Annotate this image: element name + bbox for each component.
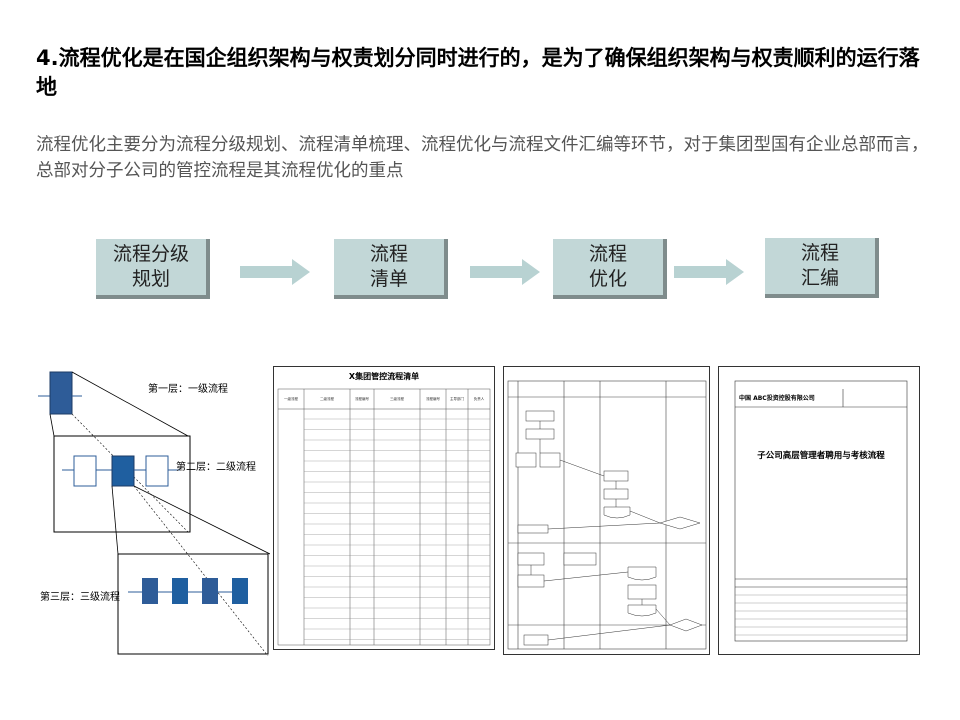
list-doc-title: X集团管控流程清单	[348, 372, 420, 381]
process-document-cover: 中国 ABC投资控股有限公司 子公司高层管理者聘用与考核流程	[718, 366, 920, 655]
level-1-label: 第一层：一级流程	[148, 384, 228, 395]
process-hierarchy-diagram: 第一层：一级流程 第二层：二级流程 第三层：三级流程	[38, 366, 270, 656]
step-planning: 流程分级 规划	[96, 239, 210, 299]
swimlane-diagram	[507, 380, 707, 650]
list-doc-grid	[277, 388, 491, 646]
slide-title: 4.流程优化是在国企组织架构与权责划分同时进行的，是为了确保组织架构与权责顺利的…	[36, 46, 920, 99]
hierarchy-lines	[38, 371, 270, 656]
slide-subtitle: 流程优化主要分为流程分级规划、流程清单梳理、流程优化与流程文件汇编等环节，对于集…	[36, 135, 929, 181]
arrow-right-icon	[470, 259, 540, 285]
level-2-label: 第二层：二级流程	[176, 462, 256, 473]
cover-doc-title: 子公司高层管理者聘用与考核流程	[757, 451, 885, 461]
step-compile: 流程 汇编	[765, 238, 879, 298]
level-3-label: 第三层：三级流程	[40, 592, 120, 603]
step-list: 流程 清单	[334, 239, 448, 299]
step-optimize: 流程 优化	[553, 239, 667, 299]
swimlane-flowchart-document	[503, 366, 710, 655]
arrow-right-icon	[240, 259, 310, 285]
cover-frame	[734, 380, 908, 642]
process-list-document: X集团管控流程清单 一级流程 二级流程 流程编号 三级流程 流程编号 主导部门 …	[273, 366, 495, 650]
cover-company: 中国 ABC投资控股有限公司	[739, 395, 815, 402]
arrow-right-icon	[674, 259, 744, 285]
